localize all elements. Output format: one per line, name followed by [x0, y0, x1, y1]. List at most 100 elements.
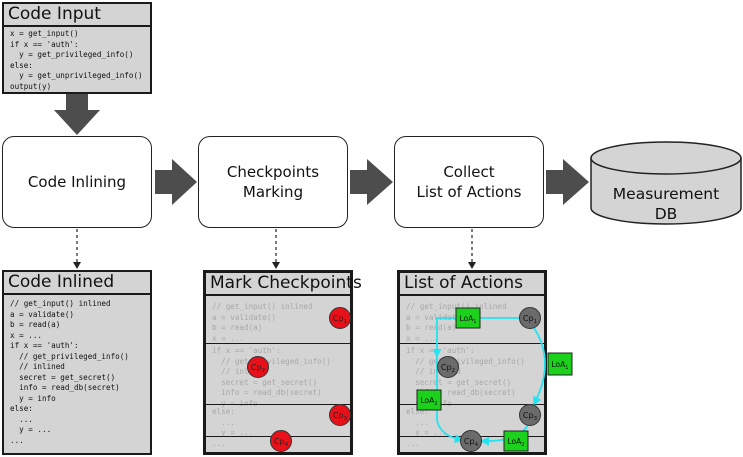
- code-line: x = ...: [212, 333, 245, 343]
- code-line: info = read_db(secret): [212, 388, 322, 397]
- loa-box-2a: LoA2: [416, 389, 442, 411]
- code-line: else:: [10, 60, 33, 70]
- code-line: y = info: [212, 398, 258, 408]
- mark-checkpoints-section-4: ...: [206, 437, 232, 452]
- loa-box-1a: LoA1: [455, 307, 481, 329]
- code-line: y = ...: [10, 425, 52, 434]
- code-line: if x == 'auth':: [10, 341, 79, 350]
- svg-text:LoA1: LoA1: [460, 314, 477, 325]
- code-line: b = read(a): [10, 320, 61, 329]
- svg-text:Cp4: Cp4: [274, 437, 289, 448]
- code-line: a = validate(): [10, 309, 75, 319]
- code-line: // inlined: [10, 362, 65, 371]
- loa-box-1b: LoA1: [547, 352, 573, 376]
- svg-text:Cp4: Cp4: [464, 437, 479, 448]
- code-line: y = ...: [406, 428, 448, 437]
- code-input-panel: Code Input x = get_input()if x == 'auth'…: [2, 2, 152, 94]
- code-line: ...: [212, 439, 226, 448]
- arrow-right-2: [350, 159, 393, 205]
- code-input-title: Code Input: [4, 4, 150, 27]
- dashed-arrowhead-2: [272, 262, 280, 269]
- dashed-arrowhead-3: [468, 262, 476, 269]
- code-line: output(y): [10, 81, 52, 91]
- svg-text:Cp3: Cp3: [333, 411, 348, 422]
- svg-text:Cp3: Cp3: [523, 411, 538, 422]
- code-line: // get_privileged_info(): [212, 356, 331, 366]
- code-line: else:: [10, 404, 33, 413]
- list-of-actions-title: List of Actions: [400, 273, 544, 296]
- code-line: if x == 'auth':: [10, 39, 79, 49]
- svg-text:Cp1: Cp1: [523, 314, 537, 325]
- code-line: a = validate(): [406, 312, 471, 322]
- mark-checkpoints-title: Mark Checkpoints: [206, 273, 362, 296]
- code-line: // get_input() inlined: [212, 302, 313, 311]
- code-line: if x == 'auth':: [212, 346, 281, 355]
- code-line: else:: [212, 407, 235, 416]
- checkpoint-cp1-red: Cp1: [329, 307, 351, 329]
- code-line: secret = get_secret(): [10, 372, 116, 382]
- checkpoint-cp3-grey: Cp3: [519, 404, 541, 426]
- code-line: x = ...: [406, 333, 439, 343]
- code-line: // get_privileged_info(): [406, 356, 525, 366]
- list-of-actions-section-4: ...: [400, 437, 426, 452]
- red-checkpoints: Cp1 Cp2 Cp3 Cp4: [247, 307, 351, 452]
- loa-box-2b: LoA2: [503, 430, 529, 452]
- code-line: ...: [406, 417, 429, 427]
- code-line: info = read_db(secret): [10, 383, 120, 392]
- grey-checkpoints: Cp1 Cp2 Cp3 Cp4: [437, 307, 541, 452]
- code-line: // get_privileged_info(): [10, 351, 129, 361]
- code-line: x = ...: [10, 330, 43, 340]
- checkpoint-cp2-grey: Cp2: [437, 356, 459, 378]
- checkpoint-cp4-red: Cp4: [270, 430, 292, 452]
- svg-text:Cp1: Cp1: [333, 314, 347, 325]
- svg-text:Cp2: Cp2: [251, 363, 265, 374]
- code-line: a = validate(): [212, 312, 277, 322]
- dashed-arrowhead-1: [73, 262, 81, 269]
- arrow-right-3: [546, 159, 589, 205]
- svg-text:LoA1: LoA1: [552, 360, 569, 371]
- loa-boxes: LoA1 LoA1 LoA2 LoA2: [416, 307, 573, 452]
- arrow-down-input: [54, 94, 100, 135]
- measurement-db-label: Measurement DB: [612, 185, 720, 223]
- mark-checkpoints-section-2: if x == 'auth': // get_privileged_info()…: [206, 344, 337, 411]
- step-checkpoints-marking: Checkpoints Marking: [198, 136, 348, 228]
- code-line: else:: [406, 407, 429, 416]
- code-line: ...: [406, 439, 420, 448]
- code-line: ...: [10, 414, 33, 424]
- code-line: b = read(a): [406, 323, 457, 332]
- code-inlined-title: Code Inlined: [4, 272, 150, 295]
- code-line: y = get_unprivileged_info(): [10, 71, 143, 80]
- checkpoint-cp4-grey: Cp4: [460, 430, 482, 452]
- code-line: // get_input() inlined: [406, 302, 507, 311]
- code-line: secret = get_secret(): [212, 377, 318, 387]
- code-input-code: x = get_input()if x == 'auth': y = get_p…: [4, 27, 150, 94]
- mark-checkpoints-section-3: else: ... y = ...: [206, 405, 259, 441]
- code-line: ...: [212, 417, 235, 427]
- svg-text:LoA2: LoA2: [421, 396, 438, 407]
- checkpoint-cp2-red: Cp2: [247, 356, 269, 378]
- code-line: // get_input() inlined: [10, 299, 111, 308]
- svg-text:LoA2: LoA2: [508, 437, 525, 448]
- code-line: ...: [10, 435, 24, 445]
- checkpoint-cp3-red: Cp3: [329, 404, 351, 426]
- code-line: y = info: [10, 393, 56, 403]
- code-line: y = get_privileged_info(): [10, 50, 134, 59]
- code-line: secret = get_secret(): [406, 377, 512, 387]
- svg-text:Cp2: Cp2: [441, 363, 455, 374]
- checkpoint-cp1-grey: Cp1: [519, 307, 541, 329]
- arrow-right-1: [155, 159, 197, 205]
- code-line: b = read(a): [212, 323, 263, 332]
- list-of-actions-section-3: else: ... y = ...: [400, 405, 453, 441]
- code-line: x = get_input(): [10, 29, 79, 38]
- step-collect-list-of-actions: Collect List of Actions: [394, 136, 544, 228]
- step-code-inlining: Code Inlining: [2, 136, 152, 228]
- code-line: y = ...: [212, 428, 254, 437]
